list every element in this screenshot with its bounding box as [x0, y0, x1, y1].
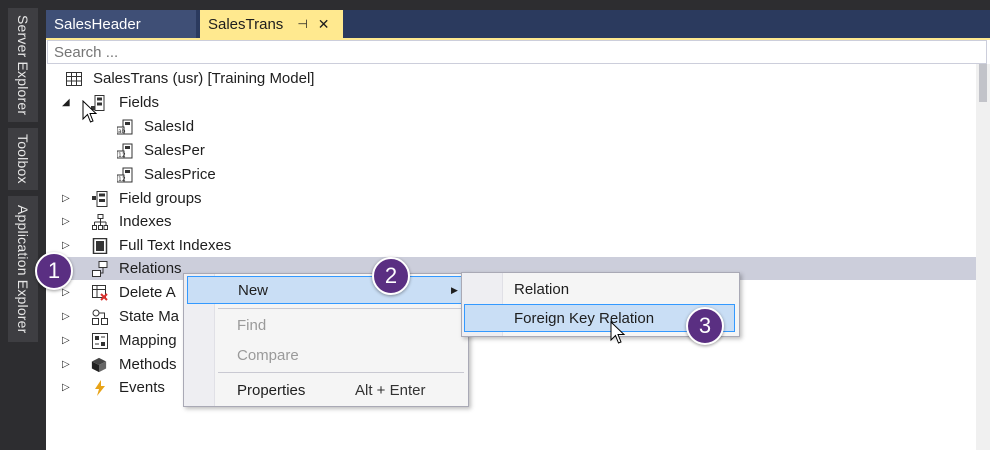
svg-text:12: 12: [118, 176, 126, 183]
tree-node-fields[interactable]: ◢ Fields: [47, 91, 976, 114]
collapsed-arrow-icon[interactable]: ▷: [62, 193, 70, 204]
tool-window-strip: Server Explorer Toolbox Application Expl…: [0, 0, 46, 450]
tab-salestrans-label: SalesTrans: [208, 15, 284, 33]
close-icon[interactable]: ✕: [317, 15, 330, 32]
search-input[interactable]: [47, 40, 987, 64]
tree-node-events[interactable]: ▷ Events: [47, 376, 976, 399]
callout-marker-1: 1: [35, 252, 73, 290]
tree-node-full-text-indexes[interactable]: ▷ Full Text Indexes: [47, 234, 976, 257]
collapsed-arrow-icon[interactable]: ▷: [62, 240, 70, 251]
callout-marker-2: 2: [372, 257, 410, 295]
application-explorer-label: Application Explorer: [15, 204, 31, 334]
field-groups-icon: [92, 190, 108, 207]
svg-text:12: 12: [118, 152, 126, 159]
tree-node-label: SalesId: [144, 118, 195, 135]
tree-node-state-machines[interactable]: ▷ State Ma: [47, 305, 976, 328]
context-menu: New ▶ Find Compare Properties Alt + Ente…: [183, 273, 469, 407]
mouse-pointer-icon: [82, 100, 98, 123]
tree-node-field-groups[interactable]: ▷ Field groups: [47, 187, 976, 210]
submenu-arrow-icon: ▶: [451, 284, 458, 295]
application-explorer-tab[interactable]: Application Explorer: [8, 196, 38, 342]
expanded-arrow-icon[interactable]: ◢: [62, 97, 70, 108]
tree-node-delete-actions[interactable]: ▷ Delete A: [47, 281, 976, 304]
document-tab-bar: SalesHeader SalesTrans ⊣ ✕: [46, 0, 990, 40]
tree-node-label: Methods: [119, 356, 177, 373]
callout-marker-3: 3: [686, 307, 724, 345]
tree-node-label: SalesPrice: [144, 166, 216, 183]
tree-node-methods[interactable]: ▷ Methods: [47, 353, 976, 376]
real-field-icon: 12: [117, 167, 133, 183]
tree-node-label: Mapping: [119, 332, 177, 349]
methods-icon: [91, 357, 107, 373]
collapsed-arrow-icon[interactable]: ▷: [62, 359, 70, 370]
collapsed-arrow-icon[interactable]: ▷: [62, 382, 70, 393]
tab-salesheader-label: SalesHeader: [54, 15, 141, 33]
tree-node-mappings[interactable]: ▷ Mapping: [47, 329, 976, 352]
tree-node-field[interactable]: ab SalesId: [47, 115, 976, 138]
toolbox-label: Toolbox: [15, 134, 31, 184]
tree-node-field[interactable]: 12 SalesPer: [47, 139, 976, 162]
indexes-icon: [92, 213, 108, 230]
collapsed-arrow-icon[interactable]: ▷: [62, 216, 70, 227]
tree-node-field[interactable]: 12 SalesPrice: [47, 163, 976, 186]
tree-node-label: Relations: [119, 260, 182, 277]
tree-node-label: SalesPer: [144, 142, 205, 159]
menu-item-relation[interactable]: Relation: [462, 275, 737, 303]
tree-node-label: Fields: [119, 94, 160, 111]
menu-item-relation-label: Relation: [514, 280, 570, 298]
scrollbar-thumb[interactable]: [979, 64, 987, 102]
server-explorer-tab[interactable]: Server Explorer: [8, 8, 38, 122]
tab-bar-top: [46, 0, 990, 10]
menu-item-foreign-key-relation-label: Foreign Key Relation: [514, 309, 655, 327]
lightning-icon: [92, 379, 108, 396]
tree-node-indexes[interactable]: ▷ Indexes: [47, 210, 976, 233]
real-field-icon: 12: [117, 143, 133, 159]
tree-node-label: State Ma: [119, 308, 180, 325]
vertical-scrollbar[interactable]: [976, 64, 990, 450]
menu-item-find[interactable]: Find: [184, 311, 466, 339]
server-explorer-label: Server Explorer: [15, 14, 31, 116]
tree-node-label: Field groups: [119, 190, 202, 207]
tree-node-label: Events: [119, 379, 165, 396]
menu-item-compare-label: Compare: [237, 346, 299, 364]
state-machine-icon: [92, 309, 108, 325]
tree-root[interactable]: SalesTrans (usr) [Training Model]: [47, 67, 976, 90]
tab-salesheader[interactable]: SalesHeader: [46, 10, 196, 38]
collapsed-arrow-icon[interactable]: ▷: [62, 335, 70, 346]
menu-item-find-label: Find: [237, 316, 267, 334]
collapsed-arrow-icon[interactable]: ▷: [62, 287, 70, 298]
delete-actions-icon: [92, 284, 108, 301]
menu-separator: [218, 372, 464, 373]
tree-node-label: Full Text Indexes: [119, 237, 232, 254]
active-tab-underline: [46, 38, 990, 40]
menu-item-compare[interactable]: Compare: [184, 341, 466, 369]
svg-text:ab: ab: [118, 128, 126, 135]
tree-node-label: Delete A: [119, 284, 176, 301]
tab-salestrans[interactable]: SalesTrans ⊣ ✕: [200, 10, 343, 38]
menu-item-new-label: New: [238, 281, 269, 299]
toolbox-tab[interactable]: Toolbox: [8, 128, 38, 190]
fields-icon: [90, 94, 106, 111]
mappings-icon: [92, 332, 108, 349]
collapsed-arrow-icon[interactable]: ▷: [62, 311, 70, 322]
pin-icon[interactable]: ⊣: [297, 17, 308, 31]
relations-icon: [92, 260, 108, 277]
menu-item-properties-label: Properties: [237, 381, 306, 399]
menu-separator: [218, 308, 464, 309]
tree-node-label: Indexes: [119, 213, 172, 230]
full-text-index-icon: [92, 237, 108, 254]
mouse-pointer-icon: [610, 321, 626, 344]
menu-item-properties[interactable]: Properties Alt + Enter: [184, 376, 466, 404]
properties-shortcut: Alt + Enter: [355, 381, 426, 399]
menu-item-new[interactable]: New ▶: [187, 276, 463, 304]
string-field-icon: ab: [117, 119, 133, 135]
tree-root-label: SalesTrans (usr) [Training Model]: [93, 70, 315, 87]
table-icon: [66, 71, 82, 87]
